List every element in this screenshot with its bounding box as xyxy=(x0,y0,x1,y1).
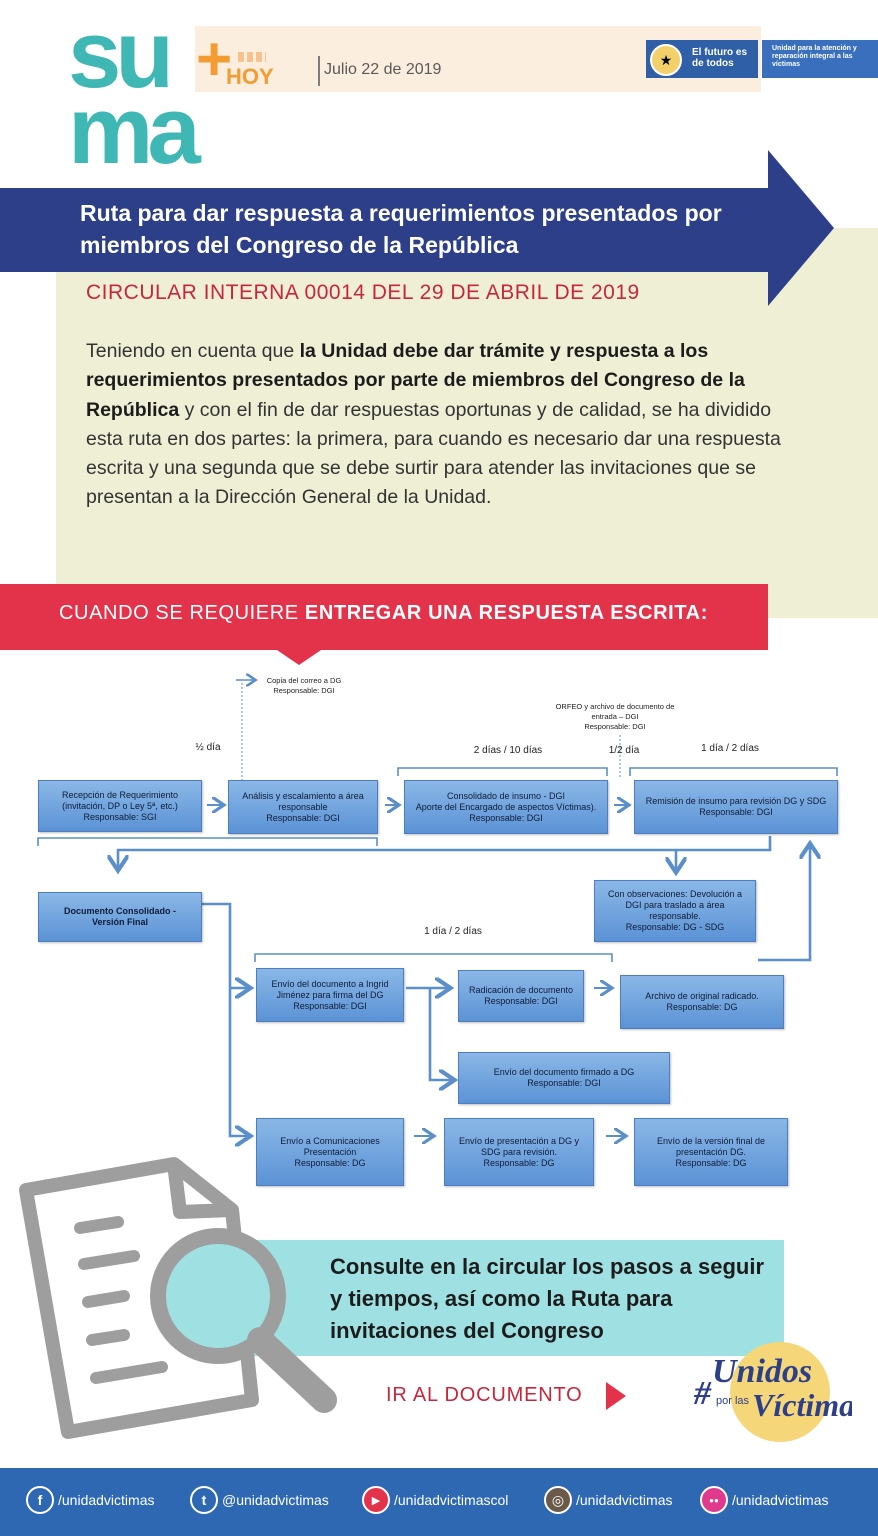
social-facebook[interactable]: f/unidadvictimas xyxy=(26,1486,155,1514)
social-twitter[interactable]: t@unidadvictimas xyxy=(190,1486,329,1514)
logo-dots xyxy=(238,52,266,62)
flow-box-documento: Documento Consolidado -Versión Final xyxy=(38,892,202,942)
logo-plus: + xyxy=(196,25,233,94)
intro-bold: la Unidad debe dar trámite y respuesta a… xyxy=(86,340,745,421)
issue-date: Julio 22 de 2019 xyxy=(324,61,442,78)
social-instagram[interactable]: ◎/unidadvictimas xyxy=(544,1486,673,1514)
title-arrow-head xyxy=(768,150,834,306)
label-orfeo: ORFEO y archivo de documento de entrada … xyxy=(555,702,675,731)
flow-box-recepcion: Recepción de Requerimiento(invitación, D… xyxy=(38,780,202,832)
twitter-icon[interactable]: t xyxy=(190,1486,218,1514)
badge-por: por las xyxy=(716,1395,750,1407)
instagram-icon[interactable]: ◎ xyxy=(544,1486,572,1514)
facebook-icon[interactable]: f xyxy=(26,1486,54,1514)
gov-slogan: El futuro es de todos xyxy=(692,47,748,69)
logo-ma: ma xyxy=(68,77,201,184)
section-heading: CUANDO SE REQUIERE ENTREGAR UNA RESPUEST… xyxy=(59,602,708,624)
label-one-two-days: 1 día / 2 días xyxy=(701,743,759,754)
flickr-icon[interactable]: ●● xyxy=(700,1486,728,1514)
gov-unit-name: Unidad para la atención y reparación int… xyxy=(772,45,857,68)
badge-unidos: Unidos xyxy=(712,1353,812,1390)
social-youtube[interactable]: ▶/unidadvictimascol xyxy=(362,1486,508,1514)
coat-of-arms-icon: ★ xyxy=(650,44,682,76)
title-banner xyxy=(0,188,770,272)
logo-su: su xyxy=(68,1,174,108)
badge-hash: # xyxy=(694,1375,712,1412)
social-flickr[interactable]: ●●/unidadvictimas xyxy=(700,1486,829,1514)
date-separator xyxy=(318,56,320,86)
go-to-document-arrow-icon[interactable] xyxy=(606,1382,626,1410)
section-banner-tip xyxy=(274,648,324,665)
label-half-day-2: 1/2 día xyxy=(608,745,640,756)
badge-victimas: Víctimas xyxy=(752,1387,852,1423)
label-half-day: ½ día xyxy=(195,742,221,753)
intro-panel xyxy=(56,228,878,618)
document-search-icon xyxy=(19,1157,337,1439)
section-banner xyxy=(0,584,768,650)
cta-panel xyxy=(250,1240,784,1356)
unit-logo-block xyxy=(762,40,878,78)
flow-connectors xyxy=(37,0,838,1240)
flow-box-remision: Remisión de insumo para revisión DG y SD… xyxy=(634,780,838,834)
social-footer xyxy=(0,1468,878,1536)
go-to-document-link[interactable]: IR AL DOCUMENTO xyxy=(386,1384,583,1406)
unidos-por-las-victimas-badge: # Unidos por las Víctimas xyxy=(694,1342,852,1442)
label-two-ten-days: 2 días / 10 días xyxy=(473,745,543,756)
flow-box-archivo: Archivo de original radicado.Responsable… xyxy=(620,975,784,1029)
intro-paragraph: Teniendo en cuenta que la Unidad debe da… xyxy=(86,340,781,509)
youtube-icon[interactable]: ▶ xyxy=(362,1486,390,1514)
circular-reference: CIRCULAR INTERNA 00014 DEL 29 DE ABRIL D… xyxy=(86,281,640,304)
label-one-two-days-b: 1 día / 2 días xyxy=(424,926,482,937)
logo-hoy: HOY xyxy=(226,64,274,89)
page-title: Ruta para dar respuesta a requerimientos… xyxy=(80,200,722,258)
cta-text: Consulte en la circular los pasos a segu… xyxy=(330,1254,765,1343)
